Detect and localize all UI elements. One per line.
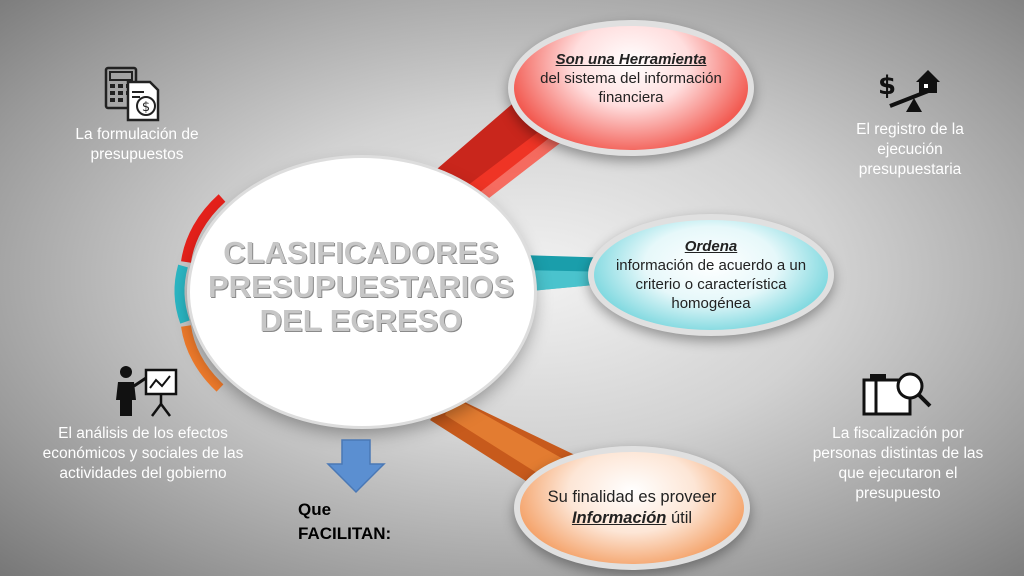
center-title-line-3: DEL EGRESO (259, 303, 463, 338)
oval-herramienta-title: Son una Herramienta (555, 50, 707, 68)
oval-finalidad-suffix: útil (670, 509, 693, 527)
side-text-formulacion: La formulación de presupuestos (75, 126, 199, 163)
oval-herramienta: Son una Herramienta del sistema del info… (508, 20, 754, 156)
center-title-line-2: PRESUPUESTARIOS (207, 269, 515, 304)
facilitan-line-1: Que (298, 500, 332, 519)
oval-herramienta-body: del sistema del información financiera (540, 69, 722, 106)
seesaw-money-house-icon: $ (878, 70, 940, 112)
oval-ordena-title: Ordena (684, 238, 738, 255)
oval-finalidad-title: Información (571, 509, 667, 527)
side-text-registro: El registro de la ejecución presupuestar… (856, 121, 964, 178)
oval-ordena: Ordena información de acuerdo a un crite… (588, 214, 834, 336)
arrow-down-icon (326, 439, 386, 494)
svg-text:$: $ (142, 100, 150, 115)
facilitan-label: Que FACILITAN: (298, 498, 391, 546)
arc-orange (181, 325, 224, 392)
center-circle (190, 158, 534, 426)
center-title-line-1: CLASIFICADORES (223, 235, 499, 270)
connector-orange-light (445, 398, 565, 478)
center-title: CLASIFICADORES PRESUPUESTARIOS DEL EGRES… (196, 236, 526, 338)
facilitan-line-2: FACILITAN: (298, 524, 392, 543)
presenter-chart-icon (116, 366, 178, 417)
side-text-fiscalizacion: La fiscalización por personas distintas … (812, 425, 984, 502)
calculator-invoice-icon: $ (104, 66, 160, 122)
oval-finalidad-prefix: Su finalidad es proveer (547, 488, 717, 506)
folder-magnifier-icon (862, 372, 932, 416)
svg-text:$: $ (878, 71, 896, 101)
arc-teal (174, 264, 190, 324)
arc-red (181, 194, 226, 263)
side-text-analisis: El análisis de los efectos económicos y … (42, 425, 244, 482)
oval-ordena-body: información de acuerdo a un criterio o c… (615, 257, 807, 312)
oval-finalidad: Su finalidad es proveer Información útil (514, 446, 750, 570)
